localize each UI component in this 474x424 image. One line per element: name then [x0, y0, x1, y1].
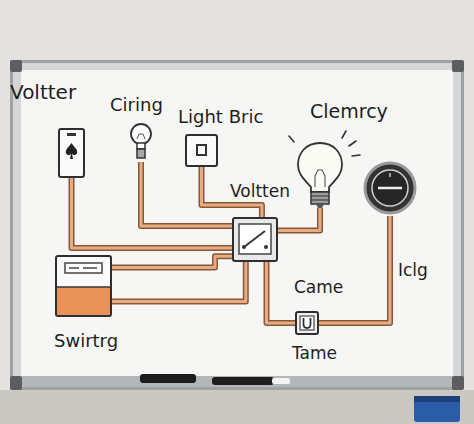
board-frame — [10, 60, 464, 390]
component-label: Voltten — [230, 183, 290, 200]
switch-box-icon — [234, 219, 276, 260]
frame-corner — [10, 60, 22, 72]
switch-box: Light Bric — [185, 134, 218, 167]
battery-box: Swirtrg — [55, 255, 112, 317]
wire-outline — [267, 262, 296, 323]
switch-icon — [187, 136, 216, 165]
component-label: Came — [294, 279, 343, 296]
component-label: Ciring — [110, 96, 163, 114]
light-bulb: Ciring — [128, 122, 154, 162]
wire-outline — [72, 178, 233, 248]
component-label: Iclg — [398, 262, 428, 279]
copper-wire — [112, 256, 232, 267]
marker-cap — [272, 378, 290, 384]
copper-wire — [319, 216, 390, 323]
board-surface — [21, 70, 453, 376]
wire-outline — [319, 216, 390, 323]
meter-gauge: Iclg — [363, 160, 417, 216]
copper-wire — [267, 262, 296, 323]
component-label: Light Bric — [178, 108, 263, 126]
wire-core — [319, 216, 390, 323]
wire-core — [112, 256, 232, 267]
bulb-icon — [294, 140, 346, 208]
eraser — [414, 396, 460, 422]
light-ray — [342, 131, 346, 138]
wire-outline — [112, 262, 246, 302]
eraser-top — [414, 396, 460, 402]
frame-corner — [452, 60, 464, 72]
wire-core — [267, 262, 296, 323]
component-label: Voltter — [10, 82, 76, 102]
copper-wire — [141, 162, 232, 226]
copper-wire — [72, 178, 233, 248]
frame-corner — [452, 376, 464, 390]
component-label: Swirtrg — [54, 332, 118, 350]
light-ray — [349, 141, 356, 146]
wire-core — [72, 178, 233, 248]
switch-panel: Voltten — [232, 217, 278, 262]
plug-icon — [297, 313, 317, 333]
battery-icon — [60, 130, 83, 176]
wire-outline — [278, 208, 320, 231]
bulb-icon — [128, 122, 154, 162]
wire-core — [112, 262, 246, 302]
light-bulb: Clemrcy — [294, 140, 346, 208]
board-frame-inner — [13, 63, 461, 387]
component-label: Tame — [292, 345, 337, 362]
wire-core — [141, 162, 232, 226]
meter-icon — [363, 160, 417, 216]
frame-corner — [10, 376, 22, 390]
outlet-box: CameTame — [295, 311, 319, 335]
copper-wire — [278, 208, 320, 231]
floor — [0, 390, 474, 424]
battery-icon — [57, 257, 110, 315]
wire-core — [278, 208, 320, 231]
wire-outline — [141, 162, 232, 226]
copper-wire — [112, 262, 246, 302]
marker — [212, 377, 274, 385]
marker — [140, 374, 196, 383]
wire-outline — [112, 256, 232, 267]
battery-box: Voltter — [58, 128, 85, 178]
marker-tray — [22, 376, 452, 387]
component-label: Clemrcy — [310, 102, 388, 121]
light-ray — [352, 155, 360, 156]
light-ray — [289, 136, 294, 142]
